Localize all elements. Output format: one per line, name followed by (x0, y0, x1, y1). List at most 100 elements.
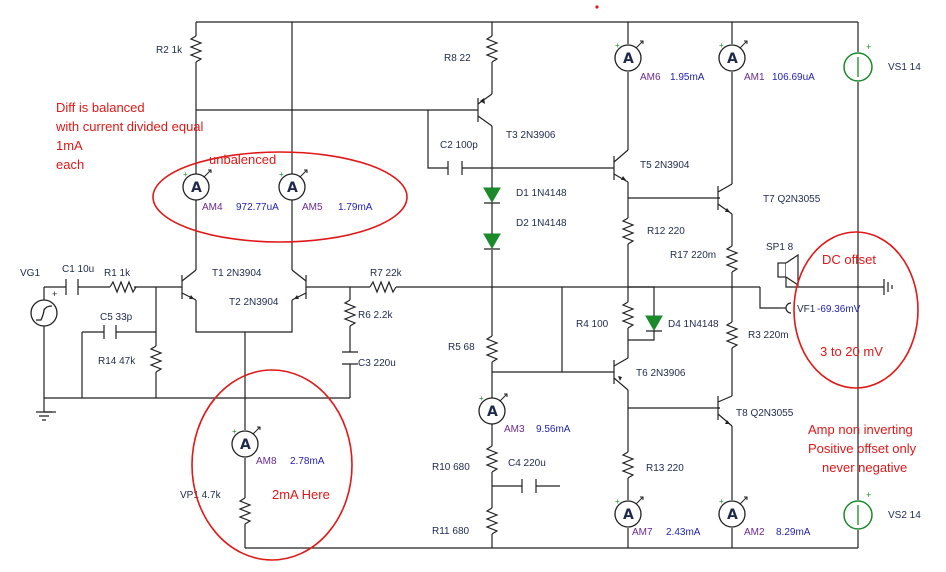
svg-text:+: + (866, 490, 871, 500)
svg-text:A: A (727, 507, 738, 523)
meter-name-AM1: AM1 (744, 72, 765, 83)
label-T1: T1 2N3904 (212, 268, 262, 279)
resistor-R4 (621, 301, 635, 329)
label-SP1: SP1 8 (766, 242, 794, 253)
label-R17: R17 220m (670, 250, 716, 261)
label-R11: R11 680 (432, 526, 470, 537)
meter-value-AM6: 1.95mA (670, 72, 705, 83)
transistor-T5 (608, 149, 629, 183)
note-amp-line2: Positive offset only (808, 441, 917, 456)
resistor-R1 (109, 280, 137, 294)
note-diff-line1: Diff is balanced (56, 100, 145, 115)
transistor-T8 (717, 395, 733, 427)
resistor-R2 (189, 35, 203, 63)
ammeter-AM1-icon: A + (718, 40, 748, 72)
meter-name-AM4: AM4 (202, 202, 223, 213)
label-C1: C1 10u (62, 264, 94, 275)
ammeter-AM3-icon: A + (478, 393, 508, 425)
label-T7: T7 Q2N3055 (763, 194, 821, 205)
ammeter-AM2-icon: A + (718, 496, 748, 528)
label-R3: R3 220m (748, 330, 789, 341)
diode-D4 (645, 310, 663, 332)
label-VS2: VS2 14 (888, 510, 921, 521)
label-R12: R12 220 (647, 226, 685, 237)
label-T8: T8 Q2N3055 (736, 408, 794, 419)
svg-text:A: A (240, 437, 251, 453)
ammeter-AM6-icon: A + (614, 40, 644, 72)
resistor-R17 (725, 245, 739, 273)
resistor-R14 (149, 345, 163, 373)
meter-value-AM4: 972.77uA (236, 202, 279, 213)
capacitor-C2 (447, 161, 463, 175)
note-unbalanced: unbalenced (209, 152, 276, 167)
svg-text:A: A (191, 180, 202, 196)
label-VS1: VS1 14 (888, 62, 921, 73)
svg-text:+: + (866, 42, 871, 52)
capacitor-C5 (103, 325, 117, 339)
label-R1: R1 1k (104, 268, 131, 279)
label-R4: R4 100 (576, 319, 609, 330)
red-dot (595, 5, 599, 9)
meter-name-AM2: AM2 (744, 527, 765, 538)
note-amp-line1: Amp non inverting (808, 422, 913, 437)
svg-text:A: A (623, 507, 634, 523)
capacitors (65, 161, 537, 493)
label-C5: C5 33p (100, 312, 133, 323)
svg-text:+: + (719, 497, 724, 506)
label-C2: C2 100p (440, 140, 478, 151)
ammeter-AM8-icon: A + (231, 426, 261, 458)
resistor-R12 (621, 217, 635, 245)
meter-value-AM5: 1.79mA (338, 202, 373, 213)
resistor-R10 (485, 445, 499, 473)
ground-left (36, 411, 52, 421)
capacitor-C1 (65, 279, 79, 295)
resistor-R8 (485, 35, 499, 63)
label-D1: D1 1N4148 (516, 188, 567, 199)
resistor-VP1 (238, 497, 252, 525)
transistor-T3 (470, 93, 493, 127)
source-VG1: + (30, 289, 58, 327)
svg-text:+: + (719, 41, 724, 50)
ammeters: A + A + A + A + A + (182, 40, 748, 528)
label-R10: R10 680 (432, 462, 470, 473)
resistor-R5 (485, 335, 499, 363)
wires (43, 21, 893, 549)
resistor-R6 (343, 299, 357, 327)
svg-text:A: A (487, 404, 498, 420)
meter-name-AM5: AM5 (302, 202, 323, 213)
meter-value-AM7: 2.43mA (666, 527, 701, 538)
label-R6: R6 2.2k (358, 310, 393, 321)
svg-text:+: + (615, 497, 620, 506)
highlight-ring-diff-pair (152, 151, 408, 243)
diode-D1 (483, 182, 501, 225)
svg-text:+: + (479, 394, 484, 403)
label-C3: C3 220u (358, 358, 396, 369)
label-R5: R5 68 (448, 342, 475, 353)
meter-value-AM1: 106.69uA (772, 72, 815, 83)
label-D4: D4 1N4148 (668, 319, 719, 330)
note-amp-line3: never negative (822, 460, 907, 475)
meter-value-AM2: 8.29mA (776, 527, 811, 538)
meter-labels: AM1 106.69uA AM6 1.95mA AM4 972.77uA AM5… (202, 72, 815, 538)
label-VP1: VP1 4.7k (180, 490, 222, 501)
label-VF1: VF1 (797, 304, 816, 315)
label-R14: R14 47k (98, 356, 136, 367)
source-VS2: + (843, 490, 873, 530)
meter-name-AM6: AM6 (640, 72, 661, 83)
meter-name-AM7: AM7 (632, 527, 653, 538)
svg-text:+: + (615, 41, 620, 50)
diodes (483, 182, 663, 332)
svg-text:+: + (279, 170, 284, 179)
note-dc-offset: DC offset (822, 252, 876, 267)
speaker-SP1 (777, 253, 799, 287)
component-labels: R2 1k R8 22 T3 2N3906 C2 100p D1 1N4148 … (20, 45, 921, 537)
meter-name-AM8: AM8 (256, 456, 277, 467)
highlight-ring-tail-current (191, 369, 353, 561)
label-D2: D2 1N4148 (516, 218, 567, 229)
note-offset-range: 3 to 20 mV (820, 344, 883, 359)
transistor-T1 (176, 269, 197, 301)
svg-text:+: + (183, 170, 188, 179)
annotations: Diff is balanced with current divided eq… (55, 5, 919, 561)
